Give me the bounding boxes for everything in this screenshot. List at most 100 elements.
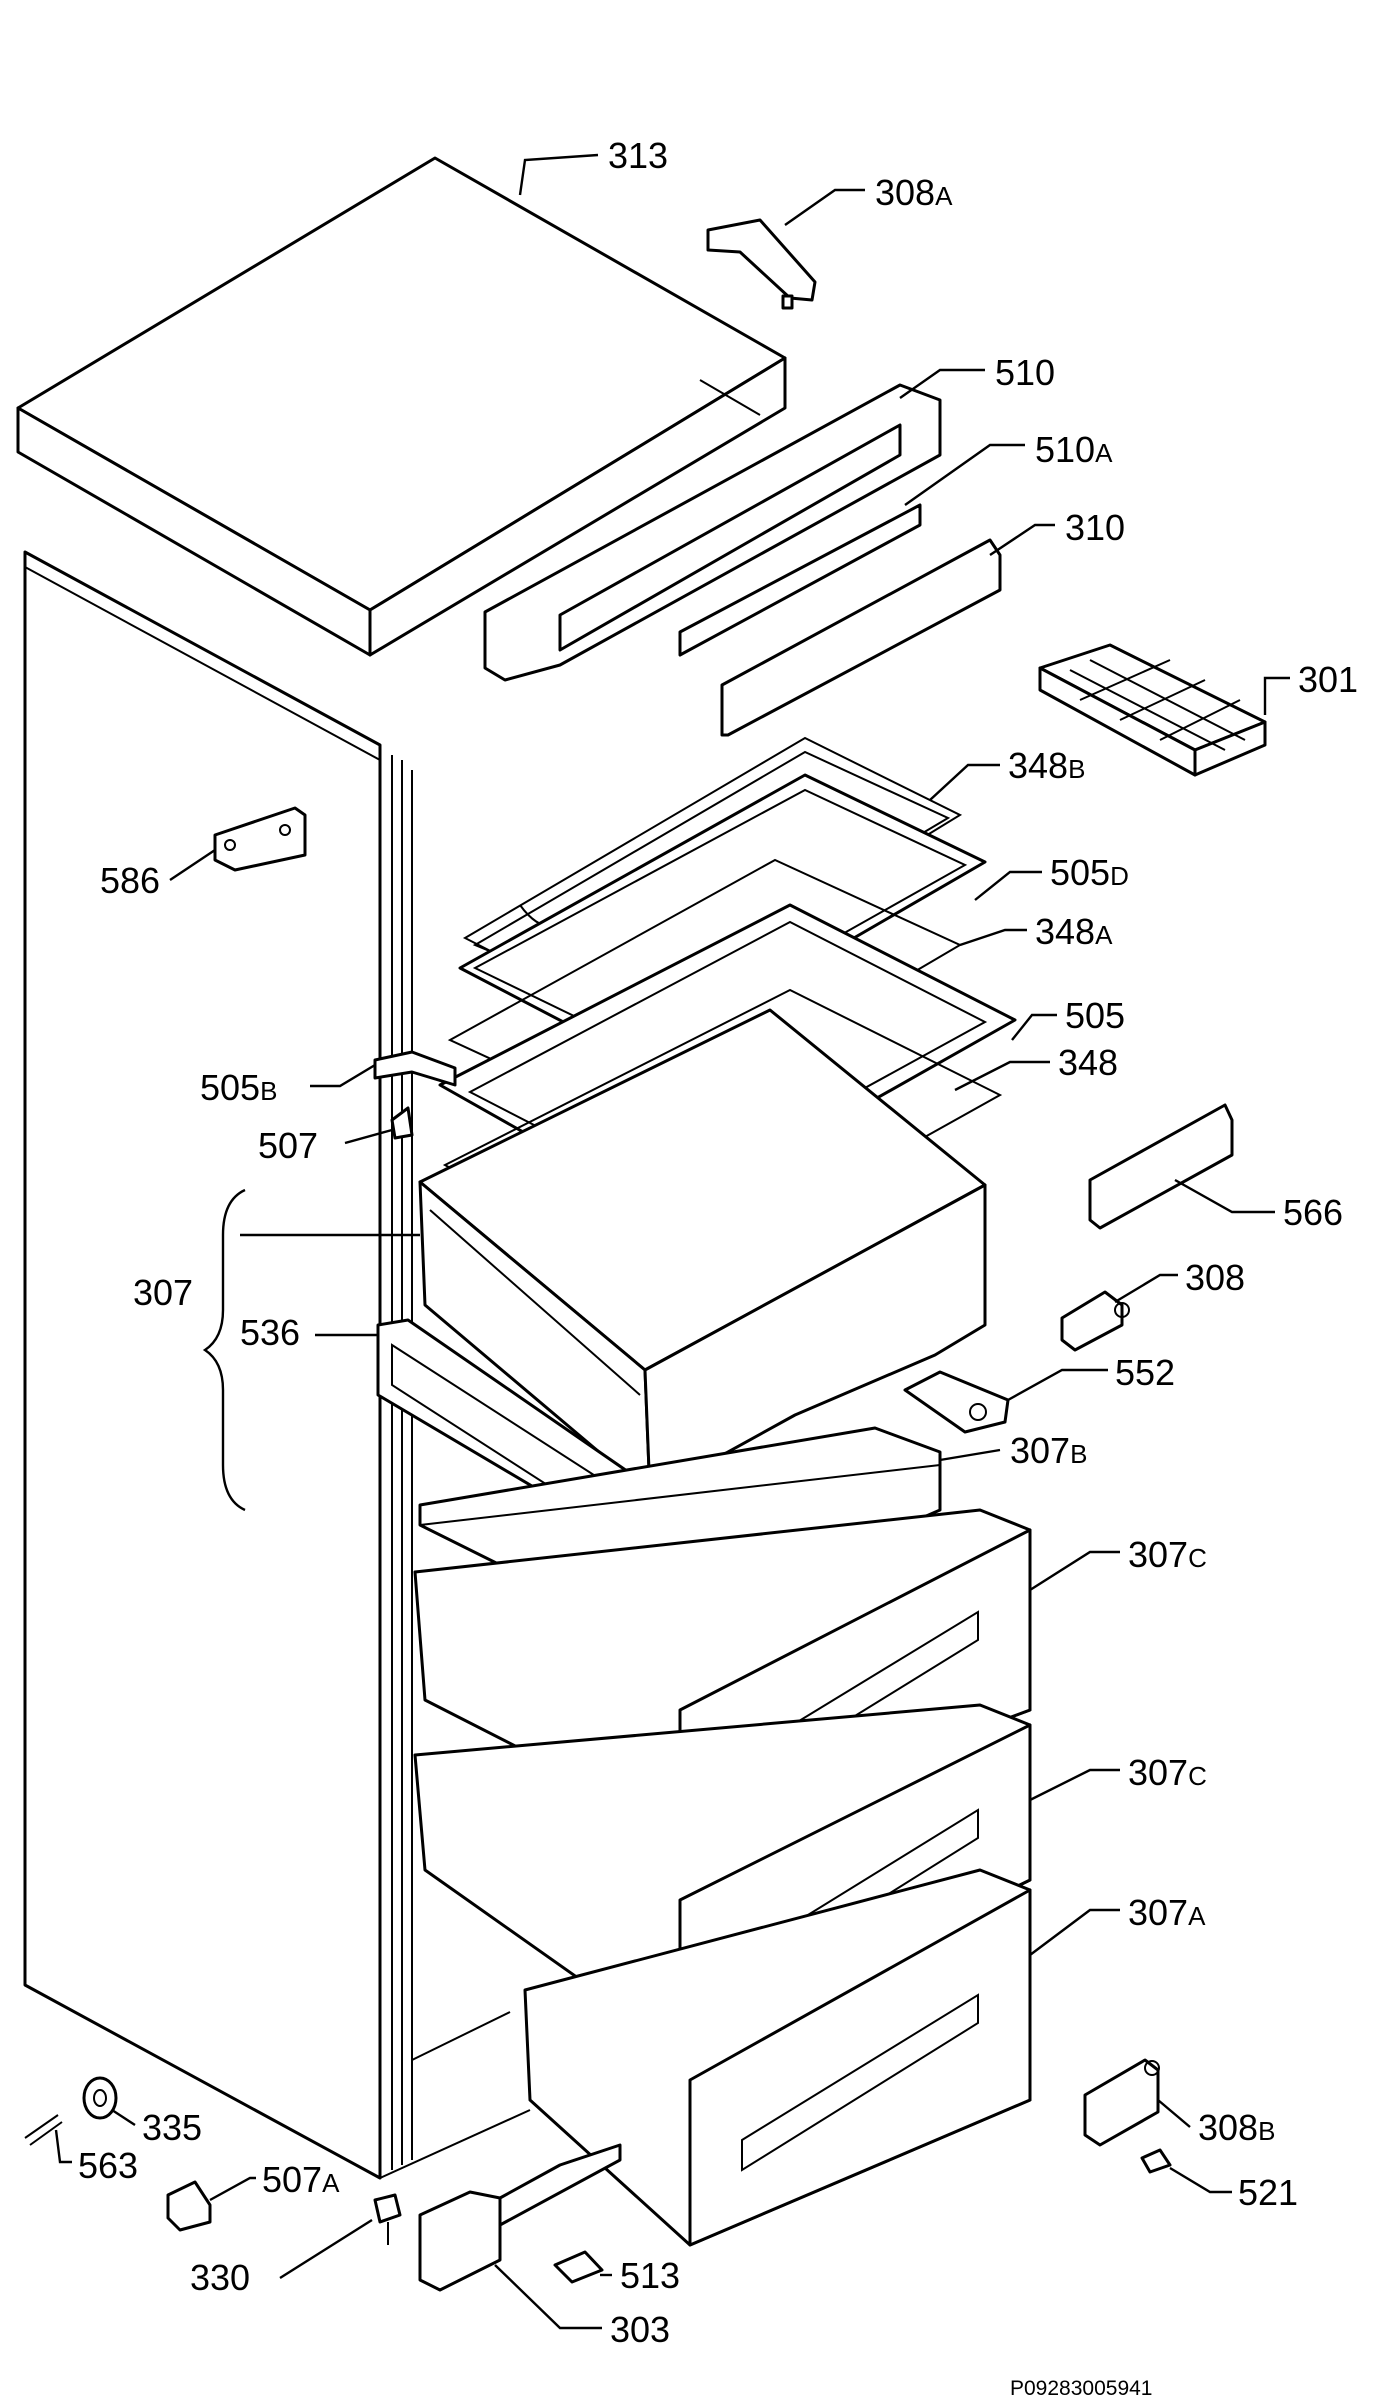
leader-line	[494, 2264, 602, 2330]
part-label-310: 310	[1065, 507, 1125, 548]
part-label-505: 505	[1065, 995, 1125, 1036]
part-number: 513	[620, 2255, 680, 2296]
part-number: 308	[875, 172, 935, 213]
part-label-308b: 308B	[1198, 2107, 1275, 2148]
part-suffix: D	[1110, 861, 1129, 891]
side-bracket	[213, 806, 307, 872]
leader-line	[1157, 2099, 1191, 2128]
part-label-335: 335	[142, 2107, 202, 2148]
part-number: 566	[1283, 1192, 1343, 1233]
leader-line	[939, 1448, 1001, 1462]
freezer-drawer-3	[523, 1868, 1032, 2247]
part-number: 310	[1065, 507, 1125, 548]
leader-line	[1169, 2166, 1232, 2194]
leader-line	[209, 2176, 256, 2202]
part-label-307a: 307A	[1128, 1892, 1206, 1933]
hinge-308	[1060, 1290, 1130, 1352]
part-label-348b: 348B	[1008, 745, 1085, 786]
part-number: 507	[262, 2159, 322, 2200]
part-number: 308	[1185, 1257, 1245, 1298]
part-label-536: 536	[240, 1312, 300, 1353]
leader-line	[310, 1063, 376, 1088]
part-label-505b: 505B	[200, 1067, 277, 1108]
leader-line	[1011, 1013, 1057, 1041]
part-label-507: 507	[258, 1125, 318, 1166]
part-label-552: 552	[1115, 1352, 1175, 1393]
part-number: 563	[78, 2145, 138, 2186]
leader-line	[784, 188, 865, 226]
part-number: 536	[240, 1312, 300, 1353]
leader-line	[899, 368, 985, 399]
part-label-307c2: 307C	[1128, 1752, 1207, 1793]
cabinet-body	[23, 550, 531, 2180]
part-number: 348	[1035, 911, 1095, 952]
leader-line	[518, 153, 599, 196]
part-suffix: A	[1095, 920, 1113, 950]
part-suffix: A	[1095, 438, 1113, 468]
part-label-510: 510	[995, 352, 1055, 393]
part-label-507a: 507A	[262, 2159, 340, 2200]
part-label-330: 330	[190, 2257, 250, 2298]
part-number: 510	[1035, 429, 1095, 470]
part-number: 307	[1128, 1892, 1188, 1933]
part-number: 505	[1065, 995, 1125, 1036]
leader-line	[1114, 1273, 1178, 1304]
part-number: 308	[1198, 2107, 1258, 2148]
plinth-303	[418, 2143, 622, 2292]
part-number: 505	[200, 1067, 260, 1108]
part-number: 335	[142, 2107, 202, 2148]
leader-line	[989, 523, 1055, 556]
leader-line	[111, 2108, 136, 2127]
leader-line	[974, 870, 1042, 901]
part-label-586: 586	[100, 860, 160, 901]
part-number: 552	[1115, 1352, 1175, 1393]
control-panel	[483, 383, 1002, 737]
part-label-505d: 505D	[1050, 852, 1129, 893]
part-suffix: A	[322, 2168, 340, 2198]
leader-line	[279, 2218, 373, 2280]
part-number: 307	[1128, 1534, 1188, 1575]
part-label-308a: 308A	[875, 172, 953, 213]
part-label-566: 566	[1283, 1192, 1343, 1233]
part-label-348: 348	[1058, 1042, 1118, 1083]
bottom-hinge-308b	[1083, 2058, 1160, 2147]
ice-tray	[1038, 643, 1267, 777]
part-label-563: 563	[78, 2145, 138, 2186]
part-label-301: 301	[1298, 659, 1358, 700]
group-brace-307	[202, 1188, 246, 1512]
leader-line	[1174, 1178, 1275, 1214]
part-number: 307	[1128, 1752, 1188, 1793]
leader-line	[54, 2129, 72, 2164]
part-number: 505	[1050, 852, 1110, 893]
part-number: 303	[610, 2309, 670, 2350]
part-number: 307	[133, 1272, 193, 1313]
part-suffix: A	[1188, 1901, 1206, 1931]
part-label-307: 307	[133, 1272, 193, 1313]
pin-563	[24, 2114, 63, 2146]
part-suffix: A	[935, 181, 953, 211]
diagram-code: P09283005941	[1010, 2377, 1152, 2400]
top-hinge	[706, 218, 817, 310]
shelf-support-505b	[373, 1050, 457, 1087]
leader-line	[904, 443, 1025, 506]
clip-513	[553, 2250, 604, 2284]
part-number: 313	[608, 135, 668, 176]
part-label-307b: 307B	[1010, 1430, 1087, 1471]
shelf-clip-507	[390, 1106, 414, 1140]
leader-line	[959, 928, 1027, 947]
roller-335	[82, 2076, 118, 2120]
part-suffix: B	[260, 1076, 277, 1106]
leader-line	[1007, 1368, 1108, 1402]
leader-line	[954, 1060, 1050, 1092]
part-number: 307	[1010, 1430, 1070, 1471]
part-label-510a: 510A	[1035, 429, 1113, 470]
part-label-513: 513	[620, 2255, 680, 2296]
part-label-307c1: 307C	[1128, 1534, 1207, 1575]
part-suffix: B	[1258, 2116, 1275, 2146]
part-number: 330	[190, 2257, 250, 2298]
door-handle-566	[1088, 1103, 1234, 1230]
crisper-drawer	[418, 988, 1003, 1497]
part-number: 586	[100, 860, 160, 901]
